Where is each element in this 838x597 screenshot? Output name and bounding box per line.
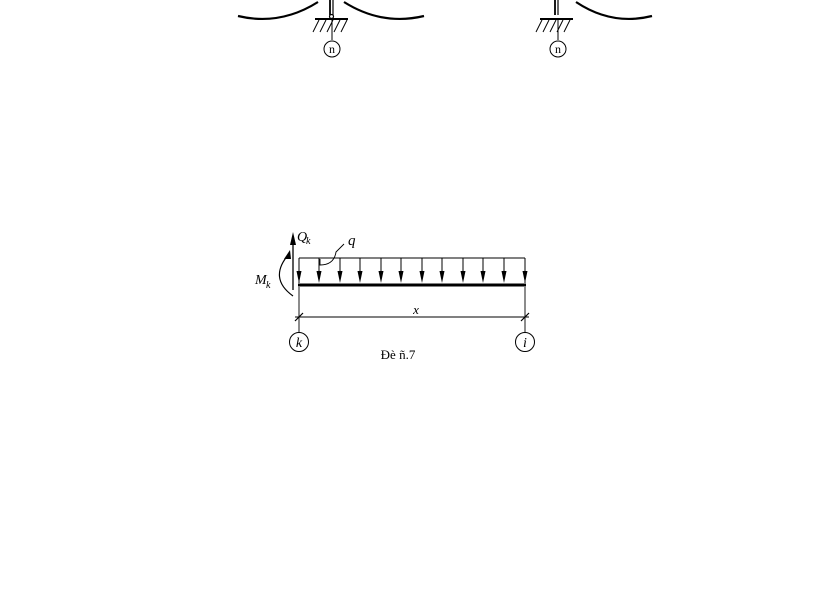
moment-label: M [254,273,268,288]
dimension-label: x [412,302,419,317]
dimension-line [294,287,530,333]
node-label-k: k [289,332,309,352]
curved-member-right-b [575,1,653,21]
moment-subscript: k [266,280,271,291]
node-label-n-right: n [549,40,567,58]
top-figure: n n [237,0,653,58]
support-left [312,0,348,40]
shear-force-label: Q [297,230,307,245]
node-label-i: i [515,332,535,352]
shear-force-subscript: k [306,236,311,247]
svg-text:n: n [555,42,561,56]
load-label: q [348,233,356,249]
figure-caption: Đè ñ.7 [381,347,416,362]
distributed-load [296,243,528,283]
beam-figure: Q k M k [254,230,535,362]
node-label-n-left: n [323,40,341,58]
load-arrows [296,258,528,283]
svg-text:n: n [329,42,335,56]
shear-force-arrow [290,232,296,290]
moment-arrow [278,250,294,297]
curved-member-left-a [237,1,319,21]
svg-text:k: k [296,336,303,351]
curved-member-left-b [343,1,425,21]
svg-text:i: i [523,336,527,351]
support-right [535,0,573,40]
